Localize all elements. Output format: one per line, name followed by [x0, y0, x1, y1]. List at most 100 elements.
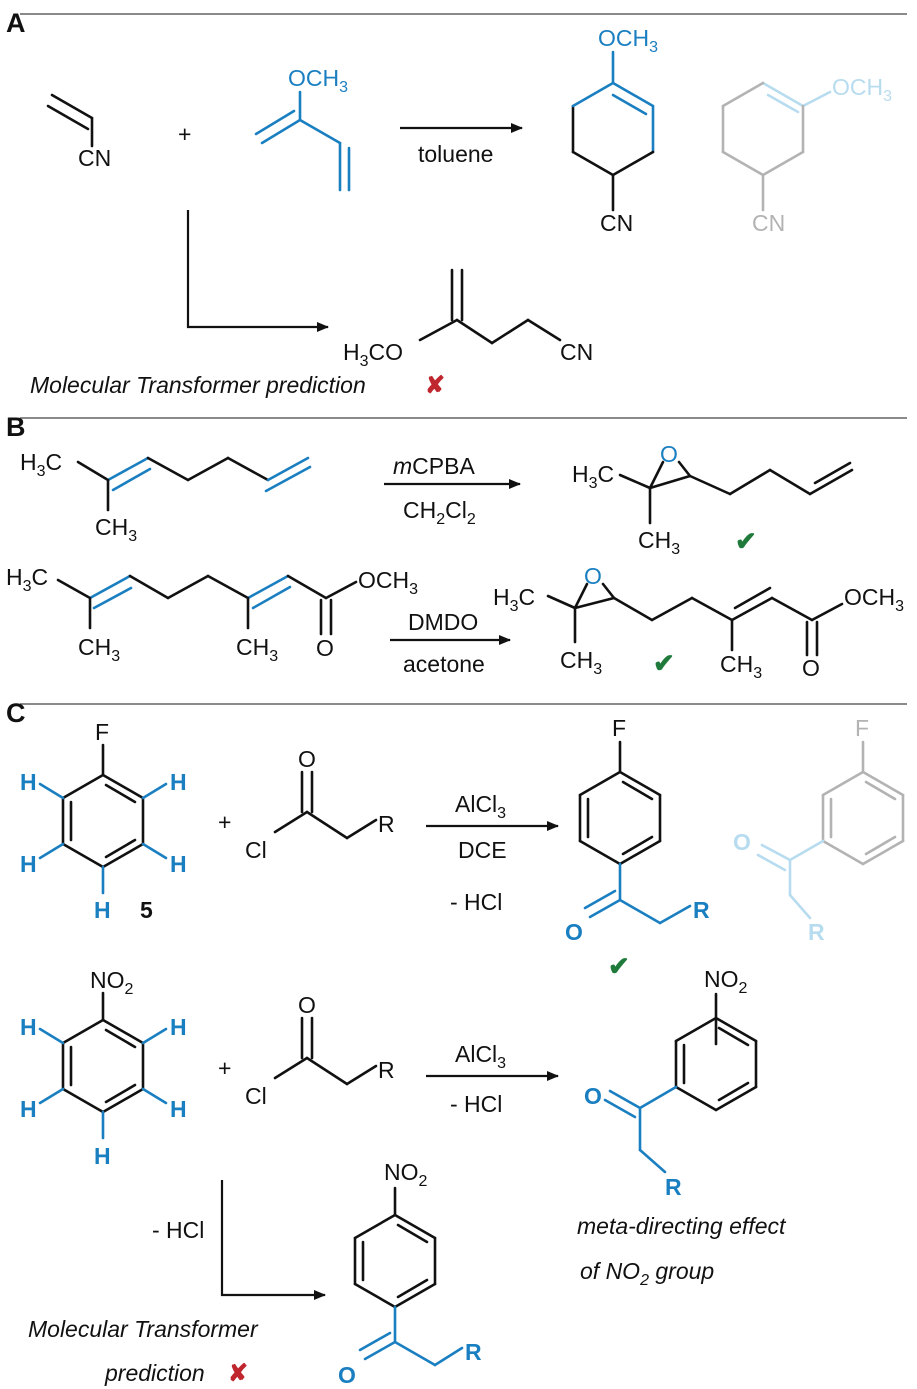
methoxybutadiene: OCH3: [254, 65, 351, 192]
arrow-mt-prediction-a: [186, 210, 329, 332]
acyl-chloride-2: O Cl R: [245, 992, 395, 1109]
reagent-dmdo: DMDO: [408, 609, 478, 635]
mt-prediction-note-c-line2: prediction: [104, 1360, 205, 1386]
mt-predicted-para-nitro-ketone: NO2 O R: [338, 1159, 482, 1388]
cross-mark-c: ✘: [228, 1360, 248, 1387]
acyl-1-o: O: [298, 746, 316, 772]
diene-1-h3c: H3C: [20, 449, 62, 480]
acyl-2-o: O: [298, 992, 316, 1018]
meta-fluoro-ketone-faded: F O R: [733, 715, 905, 945]
nitrobenzene-h-5: H: [20, 1014, 37, 1040]
para-ketone-o: O: [565, 919, 583, 945]
section-a-label: A: [6, 8, 26, 38]
epoxide-1-ch3: CH3: [638, 527, 680, 558]
section-c-label: C: [6, 698, 26, 728]
product-meta-och3: OCH3: [832, 74, 892, 105]
reagent-alcl3-1: AlCl3: [455, 791, 506, 822]
nitrobenzene-h-1: H: [170, 1014, 187, 1040]
product-para-adduct: OCH3 CN: [571, 25, 658, 236]
fluorobenzene-h-2: H: [170, 851, 187, 877]
mt-para-nitro-no2: NO2: [384, 1159, 428, 1190]
reagent-alcl3-2: AlCl3: [455, 1041, 506, 1072]
epoxide-2-carbonyl-o: O: [802, 655, 820, 681]
meta-ketone-o: O: [733, 829, 751, 855]
fluorobenzene: F H H H H H 5: [20, 719, 187, 923]
meta-ketone-r: R: [808, 919, 825, 945]
meta-directing-note-line2: of NO2 group: [580, 1258, 714, 1289]
reagent-ch2cl2: CH2Cl2: [403, 497, 476, 528]
meta-nitro-o: O: [584, 1083, 602, 1109]
diene-1: H3C CH3: [20, 449, 312, 545]
acyl-1-r: R: [378, 811, 395, 837]
fluorobenzene-h-1: H: [170, 769, 187, 795]
meta-directing-note-line1: meta-directing effect: [577, 1213, 787, 1239]
reagent-dce: DCE: [458, 837, 507, 863]
nitrobenzene-no2: NO2: [90, 967, 134, 998]
meta-nitro-ketone: NO2 O R: [584, 966, 758, 1200]
reagent-hcl-3: - HCl: [152, 1217, 204, 1243]
fluorobenzene-f: F: [95, 719, 109, 745]
mt-prediction-note-c-line1: Molecular Transformer: [28, 1316, 259, 1342]
epoxide-product-1: O H3C CH3: [572, 441, 854, 558]
para-ketone-f: F: [612, 715, 626, 741]
reagent-hcl-1: - HCl: [450, 889, 502, 915]
cross-mark-a: ✘: [425, 372, 445, 399]
acyl-1-cl: Cl: [245, 837, 267, 863]
ester-ch3-right: CH3: [236, 634, 278, 665]
epoxide-2-och3: OCH3: [844, 584, 904, 615]
nitrobenzene-h-3: H: [94, 1143, 111, 1169]
mt-para-nitro-r: R: [465, 1339, 482, 1365]
meta-nitro-no2: NO2: [704, 966, 748, 997]
epoxide-1-h3c: H3C: [572, 461, 614, 492]
fluorobenzene-h-3: H: [94, 897, 111, 923]
nitrobenzene-h-4: H: [20, 1096, 37, 1122]
reagent-acetone: acetone: [403, 651, 485, 677]
geranate-ester: H3C CH3 CH3 OCH3 O: [6, 564, 418, 665]
meta-ketone-f: F: [855, 715, 869, 741]
acyl-2-cl: Cl: [245, 1083, 267, 1109]
ester-h3c: H3C: [6, 564, 48, 595]
compound-number-5: 5: [140, 897, 153, 923]
fluorobenzene-h-5: H: [20, 769, 37, 795]
epoxide-1-o: O: [660, 441, 678, 467]
nitrobenzene: NO2 H H H H H: [20, 967, 187, 1169]
nitrobenzene-h-2: H: [170, 1096, 187, 1122]
meta-nitro-r: R: [665, 1174, 682, 1200]
para-ketone-r: R: [693, 897, 710, 923]
acrylonitrile-cn: CN: [78, 145, 111, 171]
acyl-chloride-1: O Cl R: [245, 746, 395, 863]
epoxide-2-h3c: H3C: [493, 584, 535, 615]
reagent-hcl-2: - HCl: [450, 1091, 502, 1117]
plus-sign-c2: +: [218, 1055, 231, 1081]
epoxide-product-2: O H3C CH3 CH3 OCH3 O: [493, 563, 904, 682]
para-fluoro-ketone: F O R: [565, 715, 710, 945]
epoxide-2-ch3-left: CH3: [560, 647, 602, 678]
diene-1-ch3: CH3: [95, 514, 137, 545]
product-para-cn: CN: [600, 210, 633, 236]
check-mark-b1: ✔: [735, 526, 757, 556]
product-para-och3: OCH3: [598, 25, 658, 56]
ester-carbonyl-o: O: [316, 635, 334, 661]
mt-product-cn: CN: [560, 339, 593, 365]
ester-ch3-left: CH3: [78, 634, 120, 665]
arrow-mt-prediction-c: [220, 1180, 326, 1300]
plus-sign-a: +: [178, 121, 191, 147]
epoxide-2-o: O: [584, 563, 602, 589]
product-meta-cn: CN: [752, 210, 785, 236]
mt-predicted-product-a: H3CO CN: [343, 268, 593, 370]
mt-product-h3co: H3CO: [343, 339, 403, 370]
check-mark-b2: ✔: [653, 648, 675, 678]
methoxybutadiene-och3: OCH3: [288, 65, 348, 96]
section-b-label: B: [6, 412, 26, 442]
plus-sign-c1: +: [218, 809, 231, 835]
mt-prediction-note-a: Molecular Transformer prediction: [30, 372, 366, 398]
acyl-2-r: R: [378, 1057, 395, 1083]
reagent-mcpba: mCPBA: [393, 453, 475, 479]
mt-para-nitro-o: O: [338, 1362, 356, 1388]
fluorobenzene-h-4: H: [20, 851, 37, 877]
reagent-toluene: toluene: [418, 141, 493, 167]
ester-och3: OCH3: [358, 567, 418, 598]
check-mark-c1: ✔: [608, 951, 630, 981]
acrylonitrile: CN: [46, 93, 111, 171]
